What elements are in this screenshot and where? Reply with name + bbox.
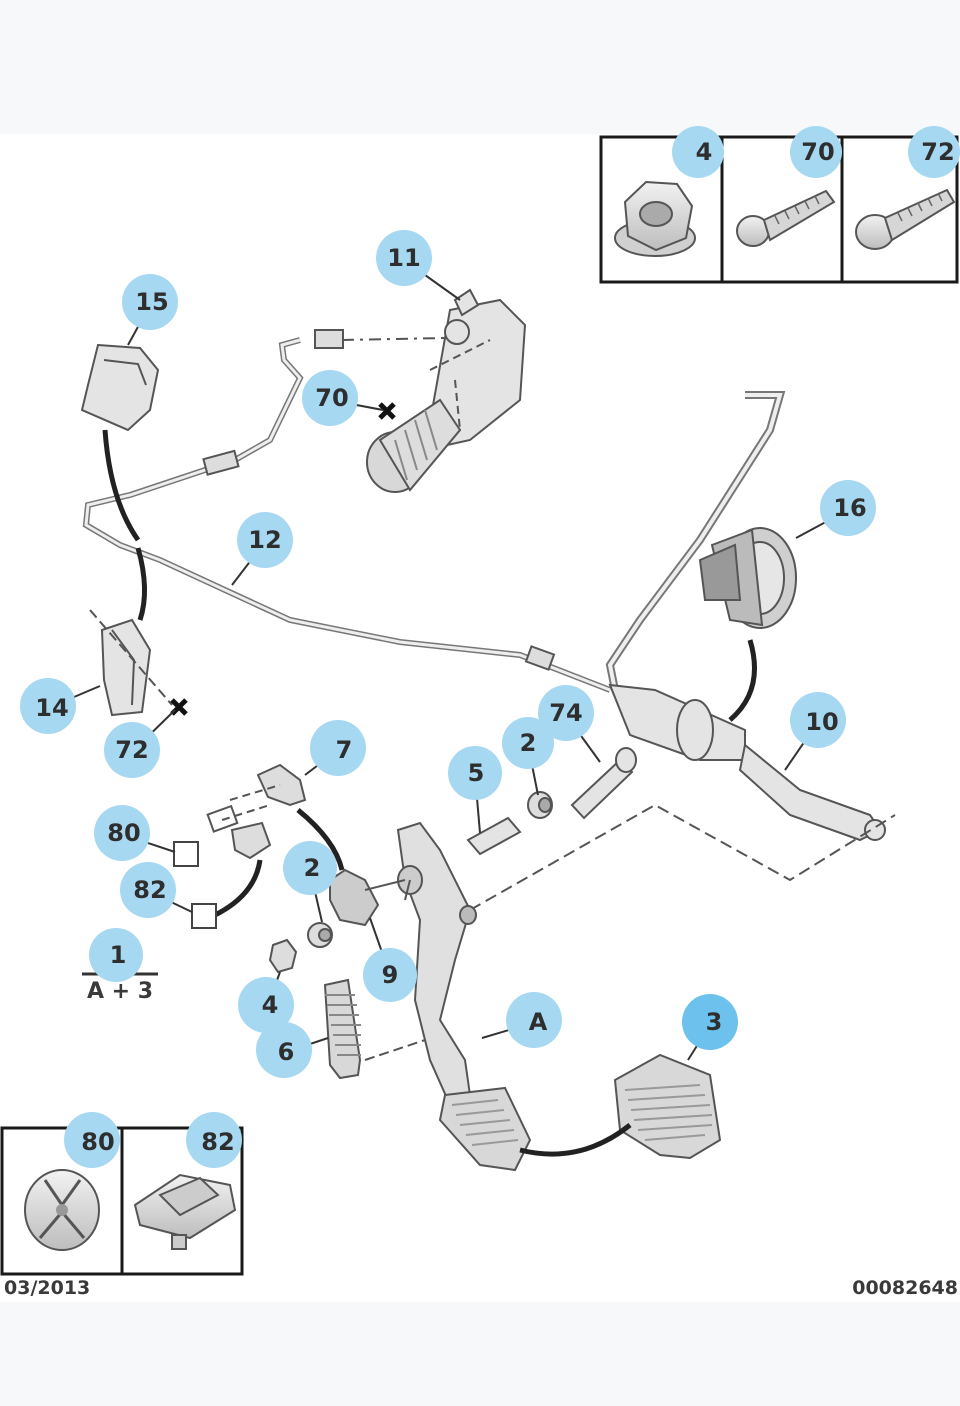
callout-16: 16 bbox=[820, 480, 876, 536]
spacer-5 bbox=[466, 816, 522, 856]
callout-9: 9 bbox=[363, 948, 417, 1002]
bracket-15 bbox=[80, 343, 160, 432]
svg-text:15: 15 bbox=[135, 288, 168, 316]
svg-text:6: 6 bbox=[278, 1038, 295, 1066]
grommet-16 bbox=[698, 527, 797, 629]
svg-text:72: 72 bbox=[115, 736, 148, 764]
callout-4-legend: 4 bbox=[672, 126, 724, 178]
svg-text:82: 82 bbox=[201, 1128, 234, 1156]
screw-icon bbox=[736, 189, 836, 247]
callout-11: 11 bbox=[376, 230, 432, 286]
svg-text:7: 7 bbox=[336, 736, 353, 764]
svg-text:70: 70 bbox=[801, 138, 834, 166]
callout-2-left: 2 bbox=[283, 841, 337, 895]
callout-74: 74 bbox=[538, 685, 594, 741]
svg-text:1: 1 bbox=[110, 941, 127, 969]
edge-clip-icon bbox=[133, 1173, 237, 1250]
callout-3: 3 bbox=[682, 994, 738, 1050]
callout-82: 82 bbox=[120, 862, 176, 918]
pivot-9 bbox=[329, 868, 406, 927]
callout-72: 72 bbox=[104, 722, 160, 778]
svg-text:14: 14 bbox=[35, 694, 68, 722]
svg-text:72: 72 bbox=[921, 138, 954, 166]
svg-text:A: A bbox=[529, 1008, 548, 1036]
callout-2-right: 2 bbox=[502, 717, 554, 769]
callout-10: 10 bbox=[790, 692, 846, 748]
callout-7: 7 bbox=[310, 720, 366, 776]
callout-14: 14 bbox=[20, 678, 76, 734]
svg-text:70: 70 bbox=[315, 384, 348, 412]
bushing-2-right bbox=[527, 791, 553, 819]
star-clip-icon bbox=[24, 1169, 100, 1251]
clutch-assembly-drawing bbox=[80, 288, 896, 1172]
slave-cylinder bbox=[366, 288, 527, 493]
callout-80-legend: 80 bbox=[64, 1112, 120, 1168]
nut-4-bottom bbox=[268, 938, 298, 974]
callout-15: 15 bbox=[122, 274, 178, 330]
reference-code: 00082648 bbox=[852, 1277, 958, 1299]
svg-text:80: 80 bbox=[107, 819, 140, 847]
callout-5: 5 bbox=[448, 746, 502, 800]
callout-bubbles: 4 70 72 11 15 70 16 12 14 72 74 2 10 7 5… bbox=[20, 126, 960, 1168]
svg-text:16: 16 bbox=[833, 494, 866, 522]
pedal-pad-lever bbox=[438, 1086, 532, 1172]
pedal-lever bbox=[396, 821, 477, 1107]
flange-nut-icon bbox=[614, 180, 696, 257]
date-code: 03/2013 bbox=[4, 1277, 90, 1299]
bracket-14 bbox=[100, 618, 152, 717]
bolt-74 bbox=[570, 747, 637, 820]
callout-70: 70 bbox=[302, 370, 358, 426]
svg-text:11: 11 bbox=[387, 244, 420, 272]
svg-text:2: 2 bbox=[304, 854, 321, 882]
callout-70-legend: 70 bbox=[790, 126, 842, 178]
svg-text:5: 5 bbox=[468, 759, 485, 787]
callout-A: A bbox=[506, 992, 562, 1048]
svg-text:82: 82 bbox=[133, 876, 166, 904]
callout-1: 1 bbox=[89, 928, 143, 982]
fraction-bottom-label: A + 3 bbox=[87, 979, 153, 1004]
callout-4: 4 bbox=[238, 977, 294, 1033]
pedal-rubber-3 bbox=[613, 1053, 722, 1160]
svg-text:80: 80 bbox=[81, 1128, 114, 1156]
svg-text:10: 10 bbox=[805, 708, 838, 736]
svg-text:3: 3 bbox=[706, 1008, 723, 1036]
svg-text:4: 4 bbox=[696, 138, 713, 166]
callout-80: 80 bbox=[94, 805, 150, 861]
callout-72-legend: 72 bbox=[908, 126, 960, 178]
bushing-2-left bbox=[307, 922, 333, 948]
svg-text:4: 4 bbox=[262, 991, 279, 1019]
svg-text:74: 74 bbox=[549, 699, 582, 727]
switch-7 bbox=[206, 763, 307, 860]
svg-text:2: 2 bbox=[520, 729, 537, 757]
master-cylinder bbox=[608, 683, 886, 842]
callout-12: 12 bbox=[237, 512, 293, 568]
spring-6 bbox=[323, 978, 362, 1080]
svg-text:9: 9 bbox=[382, 961, 399, 989]
callout-82-legend: 82 bbox=[186, 1112, 242, 1168]
svg-text:12: 12 bbox=[248, 526, 281, 554]
flange-bolt-icon bbox=[855, 188, 956, 250]
callout-6: 6 bbox=[256, 1022, 312, 1078]
fastener-legend-box bbox=[599, 135, 959, 284]
